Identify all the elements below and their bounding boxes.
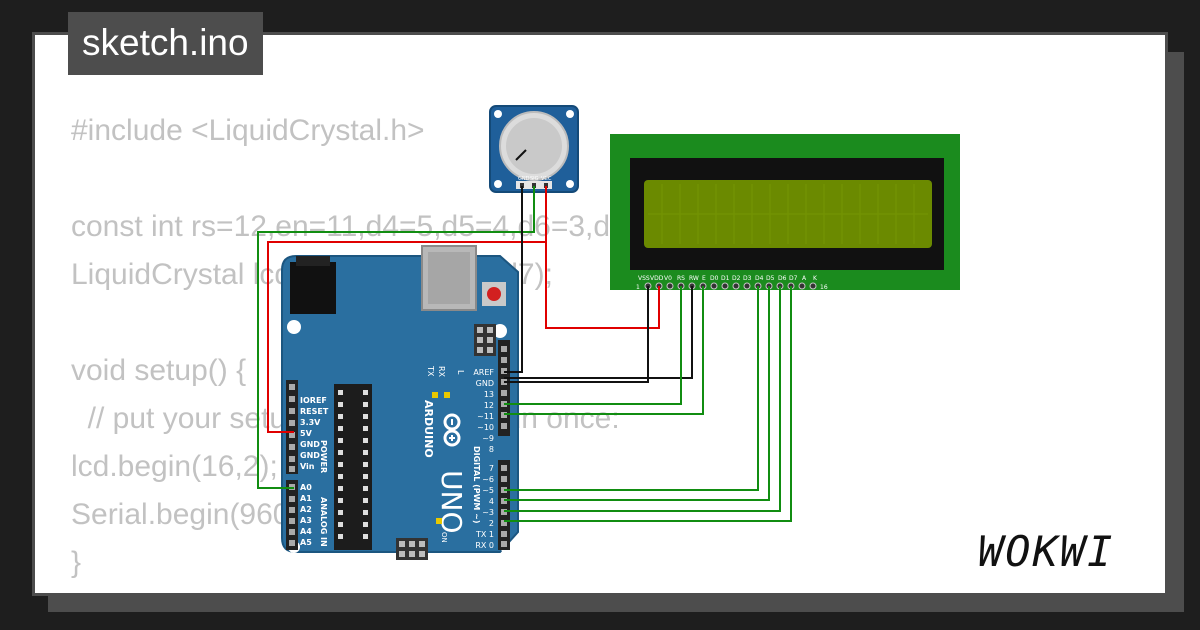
pin-label: ~9 — [482, 434, 494, 443]
barrel-jack — [290, 262, 336, 314]
pin-label: ~3 — [482, 508, 494, 517]
wire-lcd-e[interactable] — [504, 286, 704, 415]
wokwi-wordmark: WOKWI — [978, 527, 1114, 576]
pin-label: ~6 — [482, 475, 494, 484]
power-header — [286, 380, 298, 474]
lcd-pin-label: D0 — [710, 275, 719, 282]
potentiometer[interactable]: GND SIG VCC — [489, 105, 579, 193]
pin-label: AREF — [473, 368, 494, 377]
led-label: TX — [426, 365, 435, 377]
pin-label: 8 — [489, 445, 494, 454]
arduino-uno[interactable]: IOREF RESET 3.3V 5V GND GND Vin A0 A1 A2… — [281, 245, 519, 560]
lcd-pin-number: 1 — [636, 284, 640, 291]
pin-label: 13 — [484, 390, 494, 399]
wire-lcd-vss[interactable] — [504, 286, 649, 383]
pin-label: 5V — [300, 429, 313, 438]
wire-lcd-vdd[interactable] — [545, 242, 660, 329]
pin-label: GND — [476, 379, 494, 388]
analog-section-label: ANALOG IN — [319, 497, 328, 547]
lcd-pin-label: D5 — [766, 275, 775, 282]
lcd-pin-label: K — [813, 275, 818, 282]
lcd-pin-label: D7 — [789, 275, 798, 282]
pin-label: ~11 — [477, 412, 494, 421]
mount-hole — [493, 324, 507, 338]
pin-label: ~5 — [482, 486, 494, 495]
wire-lcd-rs[interactable] — [504, 286, 682, 405]
pin-label: A3 — [300, 516, 312, 525]
pin-label: GND — [300, 451, 320, 460]
wire-pot-signal[interactable] — [257, 186, 535, 489]
pin-label: A1 — [300, 494, 312, 503]
analog-header — [286, 480, 298, 550]
mount-hole — [287, 320, 301, 334]
pin-label: IOREF — [300, 396, 327, 405]
lcd-pin-label: RS — [677, 275, 685, 282]
pin-label: A2 — [300, 505, 312, 514]
led-label: RX — [437, 366, 446, 378]
pin-label: 7 — [489, 464, 494, 473]
pot-pin-label: GND — [518, 176, 530, 182]
lcd-pin-label: D6 — [778, 275, 787, 282]
wire-pot-vcc[interactable] — [267, 186, 547, 433]
lcd-pin-label: VDD — [650, 275, 664, 282]
arduino-brand-text: ARDUINO — [422, 400, 435, 458]
wire-lcd-d4[interactable] — [504, 286, 759, 491]
wokwi-logo: WOKWI — [976, 524, 1148, 576]
led-label: L — [456, 370, 465, 375]
wire-lcd-rw[interactable] — [504, 286, 693, 379]
pin-label: Vin — [300, 462, 315, 471]
on-label: ON — [440, 532, 448, 543]
wire-lcd-d6[interactable] — [504, 286, 781, 512]
lcd-pin-number: 16 — [820, 284, 828, 291]
lcd-pin-label: D3 — [743, 275, 752, 282]
lcd-pin-label: V0 — [664, 275, 672, 282]
lcd-16x2[interactable]: VSS VDD V0 RS RW E D0 D1 D2 D3 D4 D5 D6 … — [610, 134, 960, 291]
wires — [257, 186, 792, 522]
pin-label: 12 — [484, 401, 494, 410]
power-section-label: POWER — [319, 440, 328, 473]
pin-label: TX 1 — [475, 530, 494, 539]
pin-label: 3.3V — [300, 418, 321, 427]
lcd-pin-label: E — [702, 275, 706, 282]
wire-pot-gnd[interactable] — [504, 186, 523, 373]
wire-lcd-d5[interactable] — [504, 286, 770, 501]
lcd-pin-label: RW — [689, 275, 699, 282]
lcd-pin-label: VSS — [638, 275, 650, 282]
pin-label: A4 — [300, 527, 312, 536]
pot-pin-label: VCC — [541, 176, 552, 182]
digital-section-label: DIGITAL (PWM ~) — [472, 446, 481, 524]
pin-label: RX 0 — [475, 541, 494, 550]
pin-label: 2 — [489, 519, 494, 528]
project-card[interactable]: #include <LiquidCrystal.h> const int rs=… — [32, 32, 1168, 596]
digital-header-upper — [498, 340, 510, 436]
arduino-logo — [443, 413, 461, 447]
lcd-pin-label: D4 — [755, 275, 764, 282]
pin-label: A5 — [300, 538, 312, 547]
lcd-pin-label: A — [802, 275, 807, 282]
lcd-pin-label: D2 — [732, 275, 741, 282]
pin-label: RESET — [300, 407, 329, 416]
digital-header-lower — [498, 460, 510, 550]
pin-label: A0 — [300, 483, 312, 492]
pin-label: 4 — [489, 497, 494, 506]
pin-label: ~10 — [477, 423, 494, 432]
pin-label: GND — [300, 440, 320, 449]
sketch-title: sketch.ino — [68, 12, 263, 75]
lcd-pin-label: D1 — [721, 275, 730, 282]
pot-pin-label: SIG — [530, 176, 539, 182]
wire-lcd-d7[interactable] — [504, 286, 792, 522]
